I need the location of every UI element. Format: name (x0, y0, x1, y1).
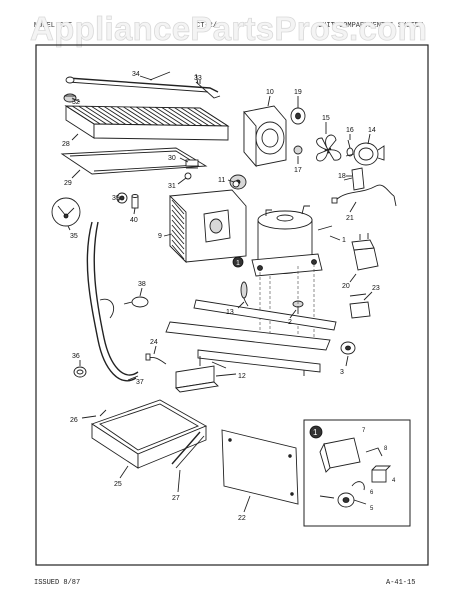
footer-issued: ISSUED 8/87 (34, 579, 80, 587)
label-22: 22 (238, 515, 246, 522)
label-13: 13 (226, 309, 234, 316)
label-26: 26 (70, 417, 78, 424)
part-35-detail (51, 197, 81, 227)
inset-part-4-overload (371, 469, 387, 483)
label-8: 8 (384, 446, 388, 452)
svg-text:1: 1 (236, 260, 240, 267)
part-base-rails (165, 299, 337, 376)
inset-part-8-clip (365, 447, 383, 457)
part-31-fastener (184, 172, 192, 180)
part-36-hose-clamp (73, 366, 87, 378)
label-18: 18 (338, 173, 346, 180)
label-27: 27 (172, 495, 180, 502)
svg-text:1: 1 (313, 428, 318, 437)
label-12: 12 (238, 373, 246, 380)
label-24: 24 (150, 339, 158, 346)
label-15: 15 (322, 115, 330, 122)
part-40-drain-cap (131, 194, 139, 209)
part-22-panel (221, 429, 299, 505)
part-12-plate (175, 361, 227, 393)
header-center: CT-2/- (196, 22, 221, 30)
leader-lines (67, 75, 373, 513)
part-34-tube (65, 71, 219, 93)
label-25: 25 (114, 481, 122, 488)
label-37: 37 (136, 379, 144, 386)
label-38: 38 (138, 281, 146, 288)
footer-page-ref: A-41-15 (386, 579, 415, 587)
label-31: 31 (168, 183, 176, 190)
label-30: 30 (168, 155, 176, 162)
label-2: 2 (288, 319, 292, 326)
part-30-clip (185, 159, 199, 169)
header-model: MODEL CAT (34, 22, 72, 30)
part-33-bracket (195, 73, 221, 99)
part-19-grommet (290, 107, 306, 125)
label-29: 29 (64, 180, 72, 187)
diagram-frame (35, 44, 429, 566)
part-9-condenser (169, 189, 247, 264)
label-32: 32 (72, 99, 80, 106)
label-7: 7 (362, 428, 366, 434)
part-11-fitting (232, 180, 240, 188)
label-6: 6 (370, 490, 374, 496)
part-28-evaporator (63, 93, 230, 141)
label-4: 4 (392, 478, 396, 484)
part-23-clip (349, 293, 371, 319)
part-29-tray (60, 147, 208, 175)
label-5: 5 (370, 506, 374, 512)
label-35: 35 (70, 233, 78, 240)
part-1-compressor (251, 205, 333, 277)
label-33: 33 (194, 75, 202, 82)
part-24-lead (145, 353, 167, 365)
part-38-clamp (123, 296, 149, 308)
label-36: 36 (72, 353, 80, 360)
label-20: 20 (342, 283, 350, 290)
label-39: 39 (112, 195, 120, 202)
part-15-fan-blade (316, 134, 342, 162)
inset-marker-1: 1 (232, 256, 244, 268)
label-40: 40 (130, 217, 138, 224)
label-23: 23 (372, 285, 380, 292)
label-9: 9 (158, 233, 162, 240)
part-26-pan-clip (99, 409, 107, 417)
part-25-drain-pan (90, 399, 208, 469)
inset-part-7-cover (323, 437, 361, 469)
part-27-rod (171, 431, 205, 469)
mounting-guides (259, 264, 315, 346)
label-10-top: 10 (266, 89, 274, 96)
label-17: 17 (294, 167, 302, 174)
part-18-bracket (343, 167, 365, 191)
part-3-grommet (340, 341, 356, 355)
part-17-nut (293, 145, 303, 155)
label-28: 28 (62, 141, 70, 148)
header-title: UNIT COMPARTMENT & SYSTEM (318, 22, 423, 30)
inset-detail-box: 1 (303, 419, 411, 527)
label-21: 21 (346, 215, 354, 222)
part-39-grommet (116, 192, 128, 204)
label-1: 1 (342, 237, 346, 244)
part-14-fan-motor (345, 142, 385, 166)
label-16: 16 (346, 127, 354, 134)
part-20-relay (351, 233, 379, 271)
label-11: 11 (218, 177, 225, 184)
part-10-tube (240, 281, 249, 307)
callout-labels: 34 33 32 28 29 30 31 10 19 17 15 16 14 1… (62, 71, 396, 522)
part-37-drain-hose (86, 221, 139, 382)
part-21-wire-harness (331, 184, 397, 207)
label-3: 3 (340, 369, 344, 376)
watermark: AppliancePartsPros.com (30, 10, 427, 47)
label-14: 14 (368, 127, 376, 134)
part-16-washer (346, 139, 354, 157)
inset-part-6-clip (351, 481, 365, 491)
label-19: 19 (294, 89, 302, 96)
label-34: 34 (132, 71, 140, 78)
part-10-fan-shroud (243, 105, 287, 168)
